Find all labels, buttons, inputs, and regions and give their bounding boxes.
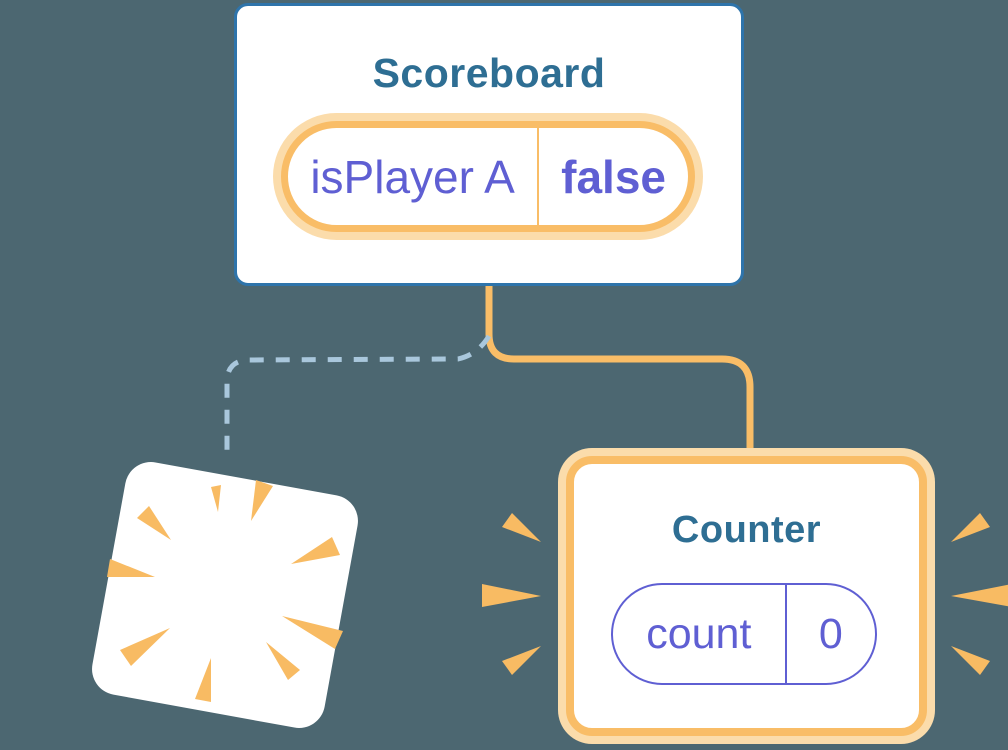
connector-scoreboard-to-counter	[485, 286, 754, 458]
counter-state-value: 0	[818, 609, 843, 658]
explosion-rays-icon	[107, 480, 343, 702]
scoreboard-state-key: isPlayer A	[288, 128, 540, 225]
counter-burst-icon	[482, 513, 1008, 675]
scoreboard-state-pill: isPlayer A false	[281, 121, 695, 232]
scoreboard-title: Scoreboard	[372, 50, 606, 96]
scoreboard-card: Scoreboard isPlayer A false	[234, 3, 744, 286]
counter-state-key: count	[613, 585, 787, 683]
connector-scoreboard-to-removed-dashed	[224, 334, 492, 458]
destroyed-card-body	[92, 462, 358, 728]
counter-title: Counter	[671, 509, 822, 551]
counter-card: Counter count 0	[566, 456, 927, 736]
scoreboard-state-value: false	[561, 150, 667, 203]
destroyed-card	[92, 462, 358, 728]
counter-state-pill: count 0	[611, 583, 877, 685]
